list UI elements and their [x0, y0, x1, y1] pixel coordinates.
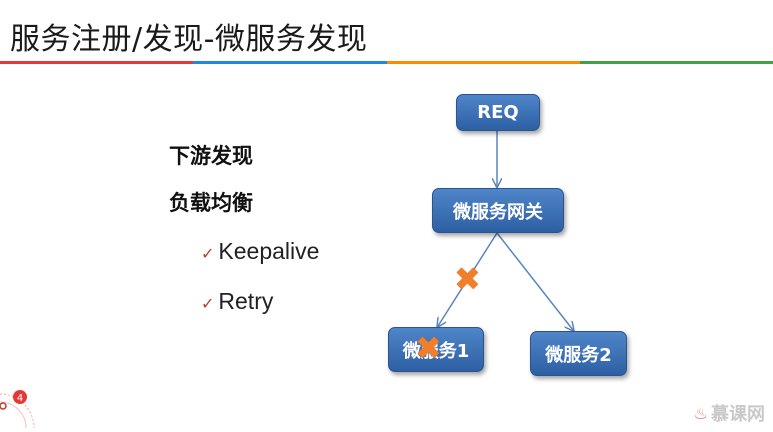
- stripe-green: [579, 61, 773, 64]
- check-icon: ✓: [201, 296, 215, 313]
- sub-bullet-keepalive: ✓Keepalive: [201, 238, 319, 265]
- check-icon: ✓: [201, 246, 215, 263]
- sub-bullet-retry: ✓Retry: [201, 288, 273, 315]
- bullet-load-balancing: 负载均衡: [169, 191, 253, 215]
- failure-x-icon: ✖: [415, 329, 442, 367]
- page-title: 服务注册/发现-微服务发现: [10, 22, 368, 57]
- node-req: REQ: [456, 94, 540, 131]
- failure-x-icon: ✖: [454, 260, 481, 298]
- arrow-gateway-to-service1: [438, 232, 498, 326]
- node-gateway: 微服务网关: [432, 188, 564, 233]
- bullet-downstream-discovery: 下游发现: [169, 144, 253, 168]
- corner-decoration: 4: [0, 390, 35, 429]
- flame-icon: ♨: [693, 403, 708, 423]
- stripe-red: [0, 61, 194, 64]
- stripe-orange: [386, 61, 580, 64]
- node-service1: 微服务1: [388, 327, 484, 372]
- page-badge: [13, 390, 27, 404]
- title-underline-stripe: [0, 61, 773, 64]
- node-service2: 微服务2: [530, 331, 627, 376]
- sub-bullet-keepalive-label: Keepalive: [218, 238, 320, 264]
- sub-bullet-retry-label: Retry: [218, 288, 274, 314]
- page-badge-number: 4: [17, 393, 23, 404]
- stripe-blue: [193, 61, 387, 64]
- arrow-gateway-to-service2: [496, 232, 573, 330]
- brand-logo-text: 慕课网: [711, 404, 765, 425]
- brand-logo: ♨ 慕课网: [694, 400, 765, 426]
